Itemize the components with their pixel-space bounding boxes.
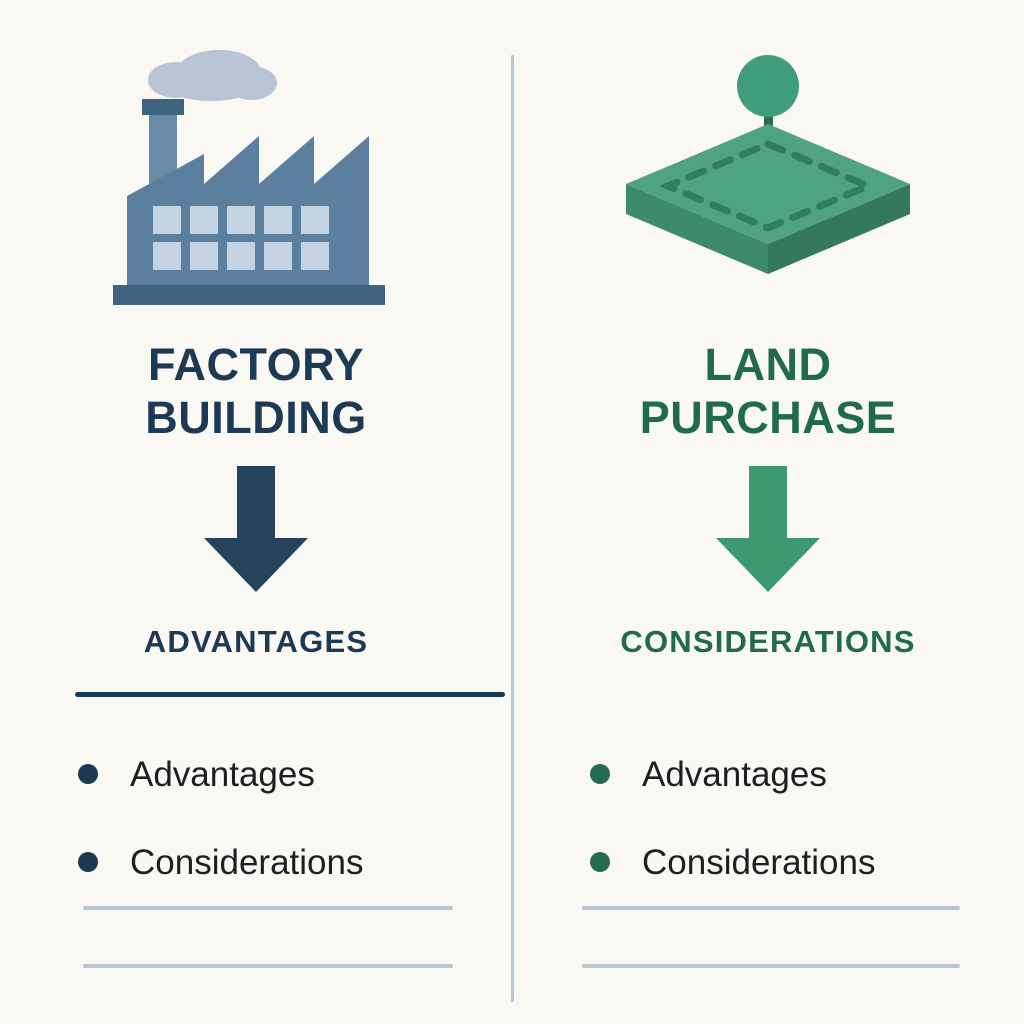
bullet-dot-icon [590,852,610,872]
factory-windows [153,206,329,270]
plot-side-left [626,184,768,274]
bullet-dot-icon [590,764,610,784]
list-item-label: Advantages [642,754,827,794]
plot-boundary-dashed [658,140,878,232]
list-item-label: Considerations [130,842,364,882]
column-title-factory: FACTORY BUILDING [16,338,496,444]
smoke-cloud-icon [148,50,277,101]
column-land-purchase: LAND PURCHASE CONSIDERATIONS Advantages … [512,0,1024,1024]
list-item-label: Advantages [130,754,315,794]
bullet-list-land: Advantages Considerations [590,730,1010,906]
column-title-line-2: BUILDING [145,392,367,444]
factory-icon-stage [0,36,512,324]
list-item-label: Considerations [642,842,876,882]
section-rule-left [75,692,505,697]
plot-top [626,124,910,244]
plot-side-right [768,184,910,274]
list-item[interactable]: Considerations [590,818,1010,906]
column-factory-building: FACTORY BUILDING ADVANTAGES Advantages C… [0,36,512,1022]
column-title-line-1: LAND [704,339,832,390]
list-item[interactable]: Considerations [78,818,498,906]
placeholder-line [582,906,960,910]
placeholder-line [83,964,453,968]
list-item[interactable]: Advantages [590,730,1010,818]
column-title-land: LAND PURCHASE [528,338,1008,444]
down-arrow-icon [716,466,820,592]
down-arrow-icon [204,466,308,592]
center-divider [511,55,514,1002]
factory-arrow-stage [0,466,512,596]
placeholder-line [83,906,453,910]
bullet-dot-icon [78,764,98,784]
placeholder-line [582,964,960,968]
placeholder-lines-factory [83,906,453,1022]
section-heading-advantages: ADVANTAGES [143,624,369,659]
land-icon-stage [512,36,1024,324]
land-arrow-stage [512,466,1024,596]
factory-base [113,285,385,305]
column-title-line-1: FACTORY [147,339,365,390]
section-heading-considerations: CONSIDERATIONS [620,624,916,659]
column-title-line-2: PURCHASE [639,392,897,444]
bullet-list-factory: Advantages Considerations [78,730,498,906]
list-item[interactable]: Advantages [78,730,498,818]
land-plot-icon [626,55,910,274]
bullet-dot-icon [78,852,98,872]
placeholder-lines-land [582,906,960,1022]
factory-icon [113,50,385,305]
